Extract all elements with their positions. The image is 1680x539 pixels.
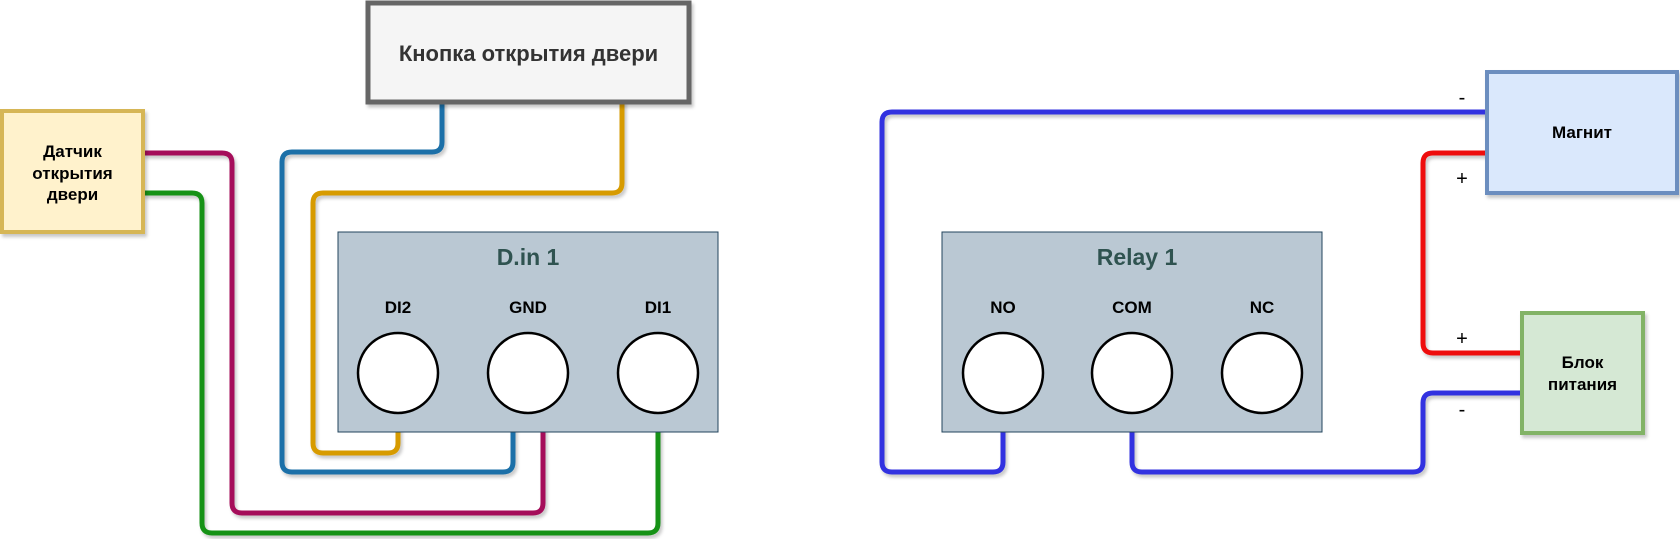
magnet-minus-mark: - [1459,87,1466,109]
door-button-box[interactable]: Кнопка открытия двери [365,0,692,105]
din-terminal-label-gnd: GND [509,298,547,317]
relay-module: Relay 1 NO COM NC [941,231,1323,433]
magnet-label: Магнит [1552,123,1612,142]
din-terminal-gnd[interactable] [486,331,570,415]
power-supply-label-line2: питания [1548,375,1617,394]
relay-terminal-label-no: NO [990,298,1016,317]
relay-terminal-label-nc: NC [1250,298,1275,317]
wires [143,100,1522,536]
door-sensor-label-line3: двери [47,185,98,204]
power-supply-label-line1: Блок [1562,353,1604,372]
relay-module-title: Relay 1 [1097,244,1178,270]
wire-psu-minus-com [1129,390,1522,475]
din-terminal-di1[interactable] [616,331,700,415]
magnet-box[interactable]: Магнит [1485,70,1679,195]
din-module: D.in 1 DI2 GND DI1 [337,231,719,433]
door-sensor-label-line1: Датчик [43,142,102,161]
din-terminal-label-di2: DI2 [385,298,411,317]
wire-button-gnd [279,100,516,475]
din-terminal-label-di1: DI1 [645,298,671,317]
psu-minus-mark: - [1459,399,1466,421]
wire-magnet-minus-no [879,109,1487,475]
door-sensor-box[interactable]: Датчик открытия двери [0,109,145,234]
din-terminal-di2[interactable] [356,331,440,415]
wire-sensor-di1 [143,190,661,536]
din-module-title: D.in 1 [497,244,560,270]
door-sensor-label-line2: открытия [32,164,112,183]
wire-sensor-gnd [143,150,546,516]
magnet-plus-mark: + [1456,168,1468,190]
relay-terminal-no[interactable] [961,331,1045,415]
psu-plus-mark: + [1456,328,1468,350]
door-button-label: Кнопка открытия двери [399,41,658,66]
power-supply-box[interactable]: Блок питания [1520,311,1645,435]
wire-magnet-plus-psu-plus [1420,150,1522,356]
relay-terminal-com[interactable] [1090,331,1174,415]
relay-terminal-label-com: COM [1112,298,1152,317]
relay-terminal-nc[interactable] [1220,331,1304,415]
wire-button-di2 [310,100,625,456]
